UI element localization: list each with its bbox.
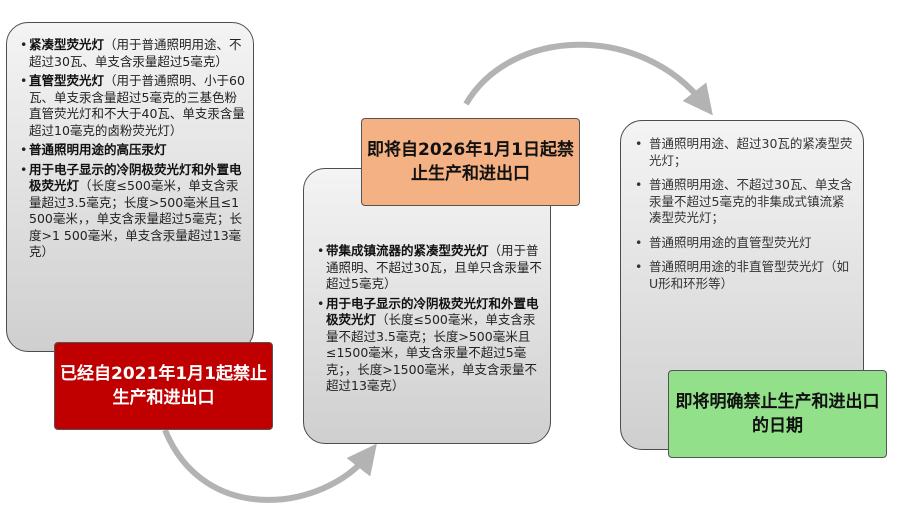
list-item: 用于电子显示的冷阴极荧光灯和外置电极荧光灯（长度≤500毫米，单支含汞量不超过3… — [317, 295, 546, 395]
lamp-type-detail: 普通照明用途的直管型荧光灯 — [649, 234, 812, 250]
list-item: 带集成镇流器的紧凑型荧光灯（用于普通照明、不超过30瓦，且单只含汞量不超过5毫克… — [317, 243, 546, 293]
list-item: 普通照明用途的非直管型荧光灯（如U形和环形等） — [635, 259, 855, 292]
lamp-type-detail: （长度≤500毫米，单支含汞量超过3.5毫克；长度>500毫米且≤1 500毫米… — [29, 178, 243, 259]
list-item: 普通照明用途、超过30瓦的紧凑型荧光灯； — [635, 136, 855, 169]
stage2-banner: 即将自2026年1月1日起禁止生产和进出口 — [361, 118, 580, 206]
stage2-lamp-list: 带集成镇流器的紧凑型荧光灯（用于普通照明、不超过30瓦，且单只含汞量不超过5毫克… — [317, 243, 546, 395]
lamp-type-title: 紧凑型荧光灯 — [29, 37, 105, 52]
stage1-lamp-list: 紧凑型荧光灯（用于普通照明用途、不超过30瓦、单支含汞量超过5毫克）直管型荧光灯… — [20, 37, 247, 261]
lamp-type-title: 普通照明用途的高压汞灯 — [29, 142, 167, 157]
lamp-type-title: 带集成镇流器的紧凑型荧光灯 — [326, 243, 489, 258]
lamp-type-detail: 普通照明用途、超过30瓦的紧凑型荧光灯； — [649, 136, 853, 168]
lamp-type-detail: （长度≤500毫米，单支含汞量不超过3.5毫克；长度>500毫米且≤1500毫米… — [326, 312, 538, 393]
lamp-type-detail: （用于普通照明用途、不超过30瓦、单支含汞量超过5毫克） — [29, 37, 242, 69]
list-item: 紧凑型荧光灯（用于普通照明用途、不超过30瓦、单支含汞量超过5毫克） — [20, 37, 247, 70]
stage1-banner: 已经自2021年1月1起禁止生产和进出口 — [54, 342, 273, 430]
lamp-type-detail: （用于普通照明、不超过30瓦，且单只含汞量不超过5毫克） — [326, 243, 542, 291]
list-item: 普通照明用途的高压汞灯 — [20, 142, 247, 159]
arrow-stage1-to-stage2 — [162, 428, 377, 503]
lamp-type-title: 直管型荧光灯 — [29, 73, 105, 88]
stage2-lamp-list-box: 带集成镇流器的紧凑型荧光灯（用于普通照明、不超过30瓦，且单只含汞量不超过5毫克… — [303, 168, 551, 444]
lamp-type-detail: 普通照明用途的非直管型荧光灯（如U形和环形等） — [649, 259, 850, 291]
stage3-banner: 即将明确禁止生产和进出口的日期 — [668, 370, 887, 458]
stage3-lamp-list: 普通照明用途、超过30瓦的紧凑型荧光灯； 普通照明用途、不超过30瓦、单支含汞量不… — [635, 136, 855, 292]
stage1-lamp-list-box: 紧凑型荧光灯（用于普通照明用途、不超过30瓦、单支含汞量超过5毫克）直管型荧光灯… — [6, 22, 254, 352]
lamp-type-detail: （用于普通照明、小于60瓦、单支汞含量超过5毫克的三基色粉直管荧光灯和不大于40… — [29, 73, 245, 138]
lamp-type-title: 用于电子显示的冷阴极荧光灯和外置电极荧光灯 — [29, 161, 242, 194]
list-item: 普通照明用途、不超过30瓦、单支含汞量不超过5毫克的非集成式镇流紧凑型荧光灯； — [635, 177, 855, 227]
list-item: 用于电子显示的冷阴极荧光灯和外置电极荧光灯（长度≤500毫米，单支含汞量超过3.… — [20, 161, 247, 261]
lamp-type-title: 用于电子显示的冷阴极荧光灯和外置电极荧光灯 — [326, 295, 539, 328]
lamp-type-detail: 普通照明用途、不超过30瓦、单支含汞量不超过5毫克的非集成式镇流紧凑型荧光灯； — [649, 177, 853, 225]
list-item: 普通照明用途的直管型荧光灯 — [635, 234, 855, 252]
list-item: 直管型荧光灯（用于普通照明、小于60瓦、单支汞含量超过5毫克的三基色粉直管荧光灯… — [20, 73, 247, 139]
arrow-stage2-to-stage3 — [463, 41, 713, 116]
